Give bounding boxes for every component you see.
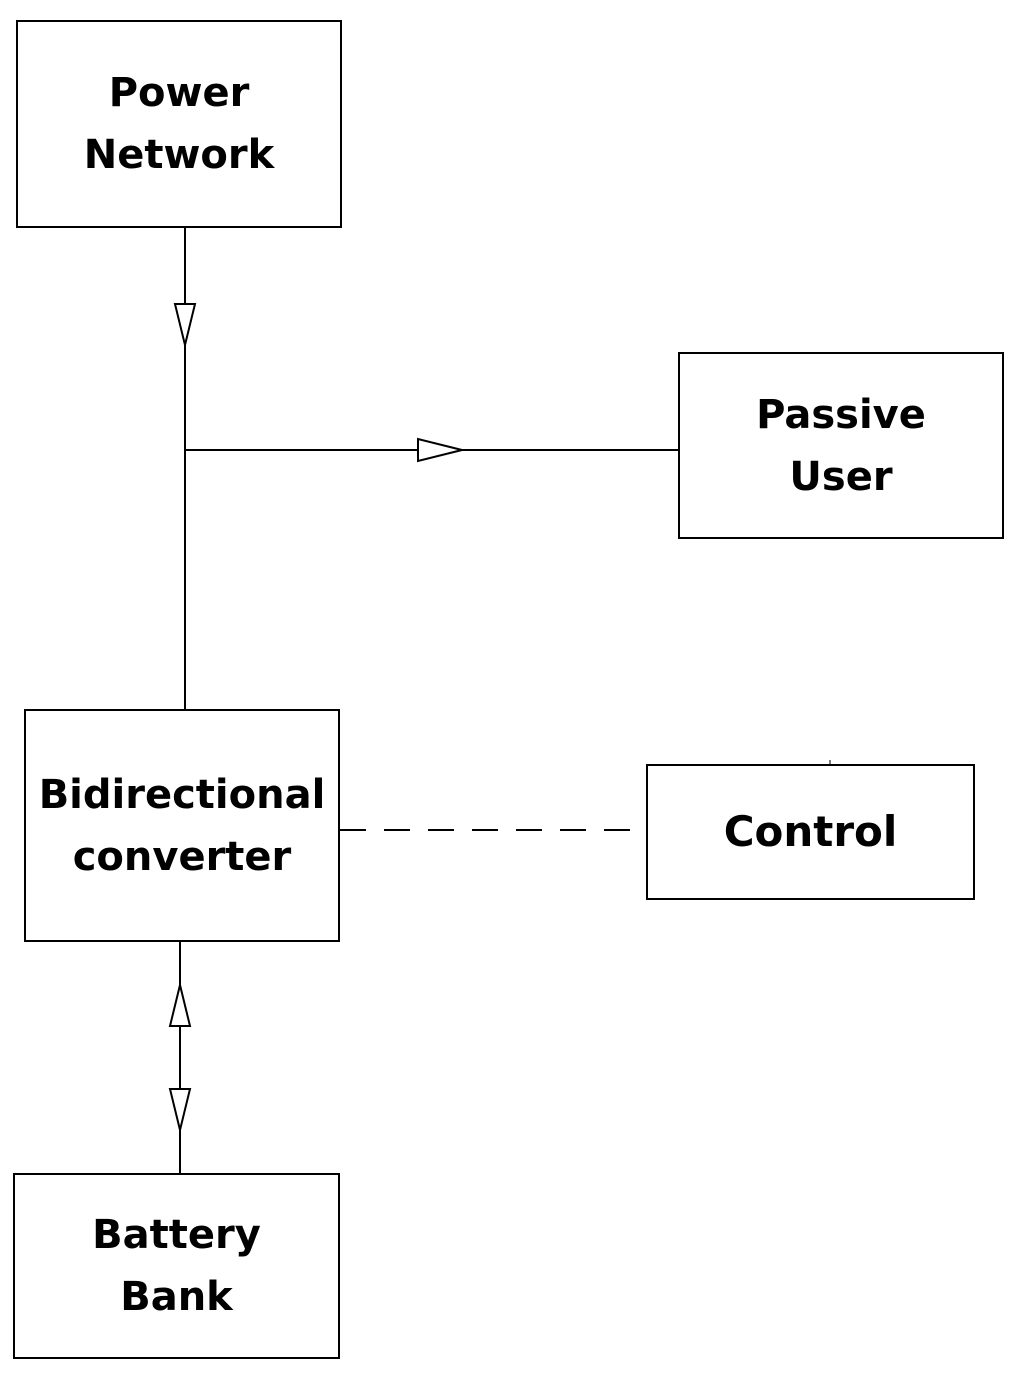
battery-bank-block: Battery Bank [13, 1173, 340, 1359]
power-network-block: Power Network [16, 20, 342, 228]
battery-bank-label-line-2: Bank [120, 1274, 233, 1320]
bidirectional-converter-label-line-1: Bidirectional [38, 771, 326, 818]
bidirectional-converter-label-line-2: converter [72, 833, 292, 880]
power-network-label-line-2: Network [83, 132, 275, 178]
arrowhead-up-icon [168, 984, 192, 1027]
battery-bank-label-line-1: Battery [92, 1212, 261, 1258]
arrowhead-down-icon [168, 1088, 192, 1131]
arrowhead-right-icon [417, 437, 463, 463]
control-block: Control [646, 764, 975, 900]
bidirectional-converter-block: Bidirectional converter [24, 709, 340, 942]
arrowhead-down-icon [173, 303, 197, 346]
passive-user-label-line-1: Passive [756, 391, 926, 438]
control-label: Control [723, 807, 898, 856]
passive-user-label-line-2: User [789, 453, 893, 500]
passive-user-block: Passive User [678, 352, 1004, 539]
power-network-label-line-1: Power [108, 70, 250, 116]
